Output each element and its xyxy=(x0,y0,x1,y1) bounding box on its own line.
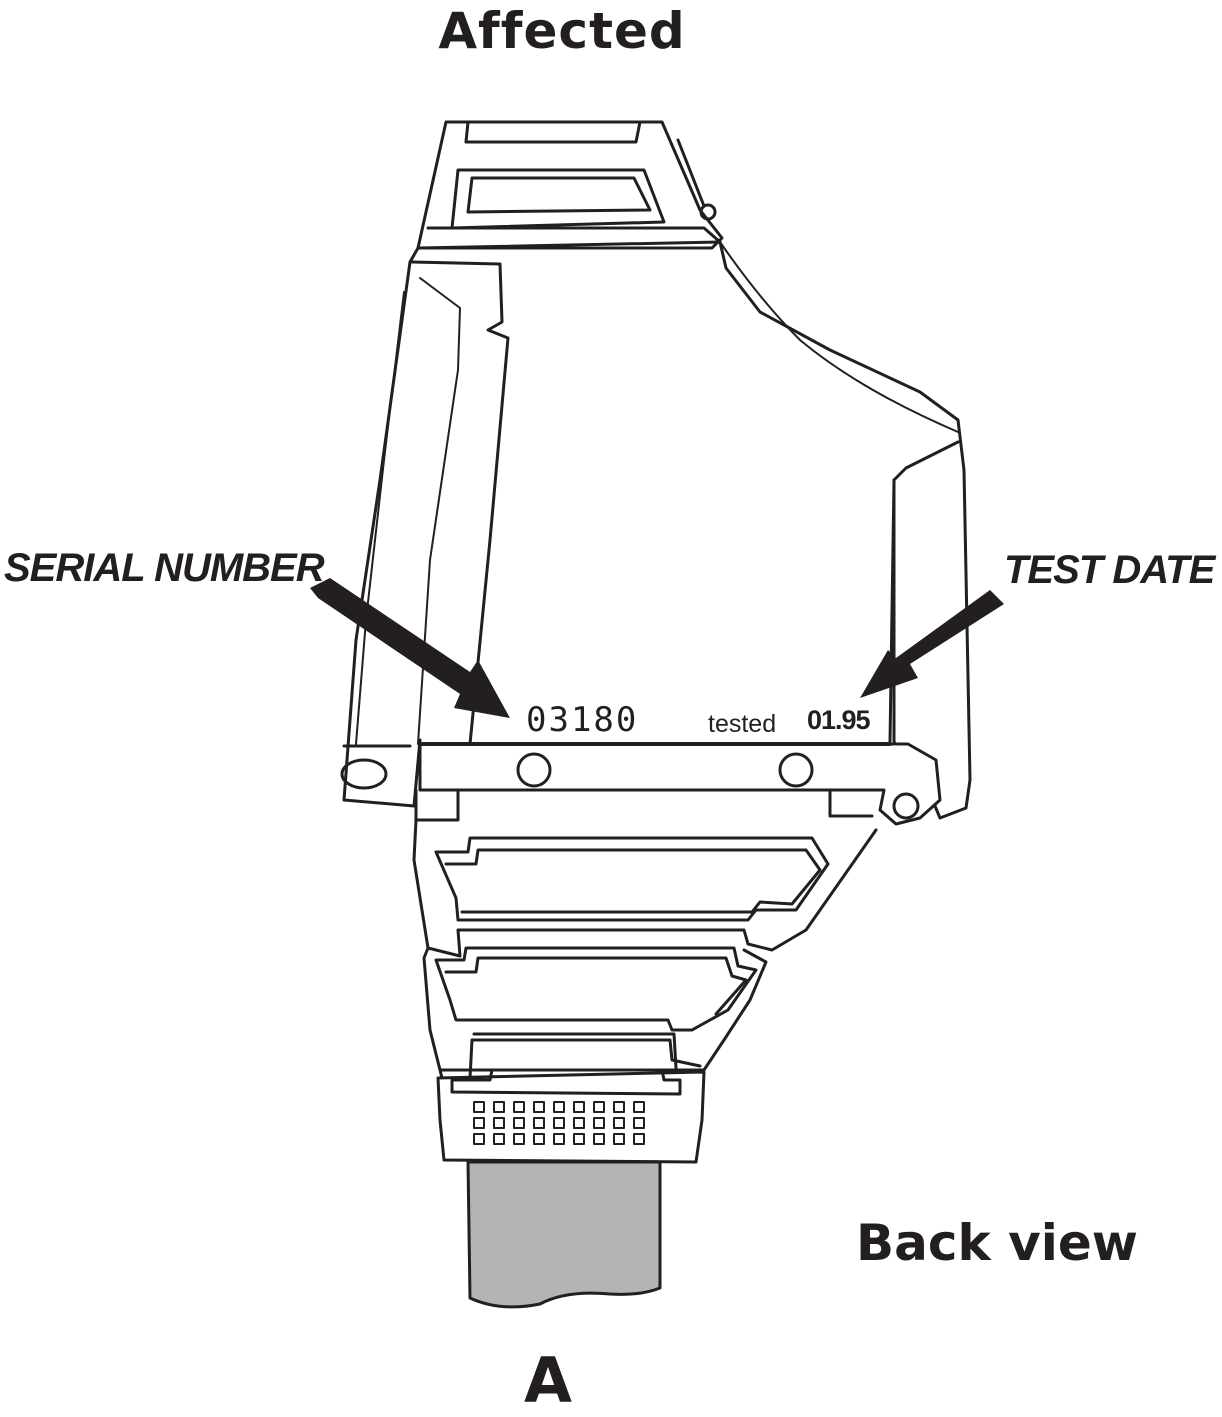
test-date-callout: TEST DATE xyxy=(1004,548,1215,592)
serial-number-callout: SERIAL NUMBER xyxy=(4,546,325,590)
view-label: Back view xyxy=(856,1214,1138,1272)
serial-number-value: 03180 xyxy=(526,700,639,740)
test-date-value: 01.95 xyxy=(807,705,871,735)
figure-title: Affected xyxy=(438,2,686,60)
figure-letter: A xyxy=(524,1344,572,1417)
top-connector xyxy=(416,120,724,250)
ribbon-cable xyxy=(466,1160,662,1309)
label-rail xyxy=(414,742,942,826)
tested-word: tested xyxy=(708,710,777,738)
serial-number-arrow xyxy=(310,578,510,718)
test-date-arrow xyxy=(860,590,1004,698)
module-housing xyxy=(340,240,972,820)
pin-grid xyxy=(473,1101,645,1145)
